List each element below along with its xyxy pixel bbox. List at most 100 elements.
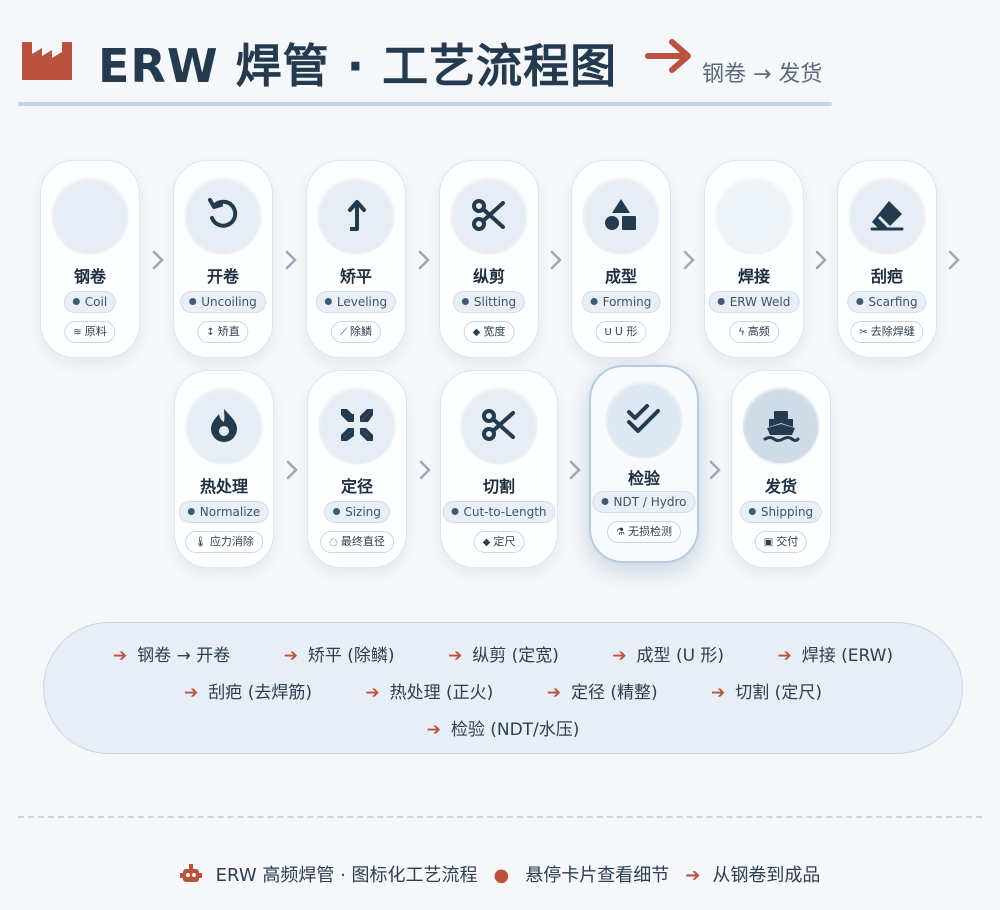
step-en-badge: Forming (581, 291, 661, 313)
step-title: 开卷 (206, 267, 239, 286)
arrow-right-icon: ➔ (612, 646, 627, 666)
step-card-uncoiling[interactable]: 开卷 Uncoiling ↕矫直 (173, 160, 273, 358)
step-en-badge: Uncoiling (180, 291, 266, 313)
broom-icon: ⟋ (340, 327, 347, 338)
summary-item: ➔检验 (NDT/水压) (426, 720, 580, 740)
arrow-right-icon: ➔ (447, 646, 463, 666)
step-tag: ◆定尺 (473, 531, 525, 553)
page-subtitle: 钢卷 → 发货 (702, 62, 823, 87)
step-card-normalize[interactable]: 热处理 Normalize 🌡应力消除 (174, 370, 274, 568)
step-title: 焊接 (737, 267, 770, 286)
flask-icon: ⚗ (616, 527, 625, 538)
circle-notch-icon: ◌ (329, 537, 338, 548)
ruler-icon: ◆ (472, 327, 481, 338)
step-card-leveling[interactable]: 矫平 Leveling ⟋除鳞 (306, 160, 406, 358)
arrow-right-icon: ➔ (711, 683, 726, 703)
step-card-coil[interactable]: 钢卷 Coil ≋原料 (40, 160, 140, 358)
chevron-right-icon (152, 250, 164, 270)
chevron-right-icon (815, 250, 827, 270)
step-card-sizing[interactable]: 定径 Sizing ◌最终直径 (307, 370, 407, 568)
footer-divider (18, 816, 982, 818)
chevron-right-icon (418, 250, 430, 270)
shapes-icon (605, 199, 636, 230)
step-tag: ✂去除焊缝 (850, 321, 924, 343)
bolt-icon: ϟ (738, 327, 745, 338)
step-title: 检验 (627, 469, 660, 488)
step-tag: ⚗无损检测 (607, 521, 681, 543)
summary-item: ➔定径 (精整) (546, 683, 658, 703)
step-en-badge: Shipping (739, 501, 823, 523)
chevron-right-icon (948, 250, 960, 270)
step-card-shipping[interactable]: 发货 Shipping ▣交付 (731, 370, 831, 568)
scissors-icon (472, 199, 505, 231)
summary-item: ➔热处理 (正火) (365, 683, 494, 703)
step-title: 纵剪 (472, 267, 505, 286)
summary-row-3: ➔检验 (NDT/水压) (44, 715, 962, 740)
scissors-icon (482, 409, 515, 441)
arrow-right-icon (645, 39, 691, 73)
footer-text-2: 悬停卡片查看细节 (525, 865, 670, 886)
arrow-right-icon: ➔ (426, 720, 441, 740)
step-title: 钢卷 (73, 267, 106, 286)
arrow-right-icon: ➔ (365, 683, 380, 703)
scissors-icon: ✂ (859, 327, 868, 338)
header-divider (18, 102, 832, 106)
chevron-right-icon (285, 250, 297, 270)
summary-row-1: ➔钢卷 → 开卷 ➔矫平 (除鳞) ➔纵剪 (定宽) ➔成型 (U 形) ➔焊接… (44, 641, 962, 666)
arrow-right-icon: ➔ (283, 646, 298, 666)
step-tag: 🌡应力消除 (185, 531, 263, 553)
step-tag: ⟋除鳞 (331, 321, 381, 343)
robot-icon (179, 864, 202, 882)
turn-up-arrow-icon (348, 200, 366, 231)
summary-item: ➔纵剪 (定宽) (447, 646, 559, 666)
step-en-badge: Coil (63, 291, 117, 313)
step-en-badge: Scarfing (847, 291, 927, 313)
eraser-icon (870, 201, 904, 231)
summary-item: ➔切割 (定尺) (711, 683, 822, 703)
summary-row-2: ➔刮疤 (去焊筋) ➔热处理 (正火) ➔定径 (精整) ➔切割 (定尺) (44, 678, 962, 703)
arrow-right-icon: ➔ (184, 683, 199, 703)
step-title: 矫平 (339, 267, 372, 286)
arrow-right-icon: ➔ (112, 646, 128, 666)
arrow-right-icon: ➔ (546, 683, 561, 703)
step-title: 切割 (482, 477, 515, 496)
ship-icon (763, 411, 800, 442)
footer-text-1: ERW 高频焊管 · 图标化工艺流程 (215, 865, 478, 886)
process-summary: ➔钢卷 → 开卷 ➔矫平 (除鳞) ➔纵剪 (定宽) ➔成型 (U 形) ➔焊接… (43, 622, 963, 754)
footer: ERW 高频焊管 · 图标化工艺流程●悬停卡片查看细节➔从钢卷到成品 (0, 861, 1000, 887)
step-tag: ▣交付 (754, 531, 808, 553)
chevron-right-icon (683, 250, 695, 270)
chevron-right-icon (419, 460, 431, 480)
weld-icon (716, 177, 792, 253)
step-en-badge: Slitting (452, 291, 526, 313)
double-check-icon (627, 404, 660, 433)
ruler-icon: ◆ (482, 537, 491, 548)
step-en-badge: ERW Weld (708, 291, 800, 313)
step-title: 刮疤 (870, 267, 903, 286)
factory-icon (22, 42, 72, 80)
step-en-badge: Sizing (324, 501, 390, 523)
summary-item: ➔成型 (U 形) (612, 646, 725, 666)
step-title: 定径 (340, 477, 373, 496)
chevron-right-icon (709, 460, 721, 480)
updown-arrows-icon: ↕ (206, 327, 215, 338)
page-title: ERW 焊管 · 工艺流程图 (98, 39, 618, 93)
box-icon: ▣ (763, 537, 774, 548)
step-card-inspection[interactable]: 检验 NDT / Hydro ⚗无损检测 (589, 365, 699, 563)
rotate-ccw-icon (208, 198, 238, 228)
step-card-scarfing[interactable]: 刮疤 Scarfing ✂去除焊缝 (837, 160, 937, 358)
step-tag: ◆宽度 (463, 321, 515, 343)
summary-item: ➔矫平 (除鳞) (283, 646, 395, 666)
step-title: 热处理 (199, 477, 248, 496)
step-card-cut-to-length[interactable]: 切割 Cut-to-Length ◆定尺 (440, 370, 558, 568)
chevron-right-icon (569, 460, 581, 480)
u-shape-icon: U (604, 327, 612, 338)
step-tag: ↕矫直 (197, 321, 249, 343)
step-card-slitting[interactable]: 纵剪 Slitting ◆宽度 (439, 160, 539, 358)
thermometer-icon: 🌡 (194, 537, 207, 548)
summary-item: ➔钢卷 → 开卷 (112, 646, 231, 666)
header: ERW 焊管 · 工艺流程图 钢卷 → 发货 (18, 28, 832, 108)
